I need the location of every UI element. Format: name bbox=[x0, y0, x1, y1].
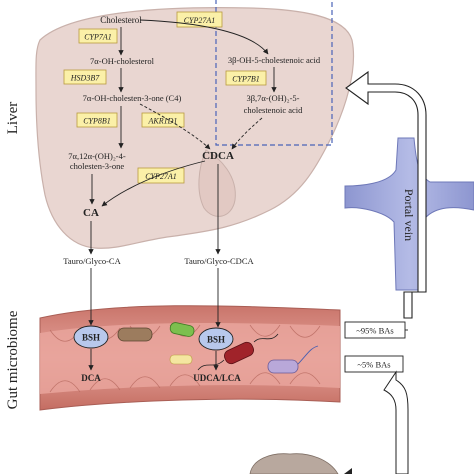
tauro-ca-label: Tauro/Glyco-CA bbox=[63, 256, 121, 266]
alternative-pathway-box bbox=[215, 0, 333, 146]
tauro-cdca-label: Tauro/Glyco-CDCA bbox=[184, 256, 254, 266]
enzyme-hsd3b7-label: HSD3B7 bbox=[70, 74, 100, 83]
cdca-label: CDCA bbox=[202, 150, 234, 162]
excrete-arrow bbox=[383, 370, 409, 474]
gut-section-label: Gut microbiome bbox=[5, 310, 21, 409]
enzyme-cyp27a1-mid-label: CYP27A1 bbox=[145, 172, 177, 181]
bacterium-red bbox=[224, 341, 254, 365]
enzyme-hsd3b7: HSD3B7 bbox=[63, 69, 107, 85]
cholesterol-label: Cholesterol bbox=[100, 15, 142, 25]
enzyme-cyp8b1: CYP8B1 bbox=[76, 112, 118, 128]
arrow-c4-to-cdca bbox=[139, 103, 211, 150]
diol-label-1: 7α,12α-(OH)₂-4- bbox=[68, 151, 126, 161]
enzyme-cyp7a1-label: CYP7A1 bbox=[84, 33, 112, 42]
bacterium-purple bbox=[267, 359, 299, 374]
reabsorb-label: ~95% BAs bbox=[356, 326, 393, 336]
bacterium-yellow bbox=[169, 354, 193, 365]
gallbladder bbox=[198, 149, 236, 217]
c4-label: 7α-OH-cholesten-3-one (C4) bbox=[83, 93, 182, 103]
diol-acid-label-1: 3β,7α-(OH)₂-5- bbox=[246, 93, 299, 103]
enzyme-cyp7a1: CYP7A1 bbox=[78, 28, 118, 44]
diol-label-2: cholesten-3-one bbox=[70, 161, 125, 171]
return-arrow bbox=[345, 70, 427, 319]
bsh-right-label: BSH bbox=[207, 335, 225, 345]
bacterium-flagella bbox=[197, 333, 279, 371]
ca-label: CA bbox=[83, 207, 99, 219]
arrow-chol-to-acid bbox=[139, 19, 269, 55]
cholestenoic-acid-label: 3β-OH-5-cholestenoic acid bbox=[228, 55, 321, 65]
diol-acid-label-2: cholestenoic acid bbox=[244, 105, 304, 115]
liver-arrows bbox=[88, 19, 277, 255]
enzyme-cyp7b1-label: CYP7B1 bbox=[232, 75, 260, 84]
stool-shape bbox=[249, 453, 339, 474]
bacterium-brown bbox=[117, 327, 153, 342]
enzyme-akr1d1-label: AKR1D1 bbox=[148, 117, 178, 126]
arrow-diolacid-to-cdca bbox=[231, 117, 263, 150]
udca-lca-label: UDCA/LCA bbox=[193, 373, 241, 383]
enzyme-cyp27a1-top-label: CYP27A1 bbox=[184, 16, 216, 25]
portal-vein-label: Portal vein bbox=[402, 189, 416, 241]
bsh-left-label: BSH bbox=[82, 333, 100, 343]
enzyme-cyp7b1: CYP7B1 bbox=[225, 70, 267, 86]
dca-label: DCA bbox=[81, 373, 101, 383]
oh7-cholesterol-label: 7α-OH-cholesterol bbox=[90, 56, 155, 66]
bsh-enzyme-right bbox=[198, 327, 234, 351]
bottom-arrow-tip bbox=[344, 468, 352, 474]
bacterium-green bbox=[169, 322, 195, 337]
enzyme-cyp27a1-top: CYP27A1 bbox=[176, 11, 223, 28]
bsh-enzyme-left bbox=[73, 325, 109, 349]
enzyme-cyp8b1-label: CYP8B1 bbox=[83, 117, 111, 126]
excrete-box bbox=[344, 355, 404, 373]
gut-section: BSH BSH DCA UDCA/LCA bbox=[39, 268, 341, 411]
excrete-label: ~5% BAs bbox=[357, 360, 390, 370]
arrow-cdca-to-ca bbox=[101, 160, 206, 207]
liver-section-label: Liver bbox=[5, 102, 21, 134]
enzyme-akr1d1: AKR1D1 bbox=[141, 112, 185, 128]
